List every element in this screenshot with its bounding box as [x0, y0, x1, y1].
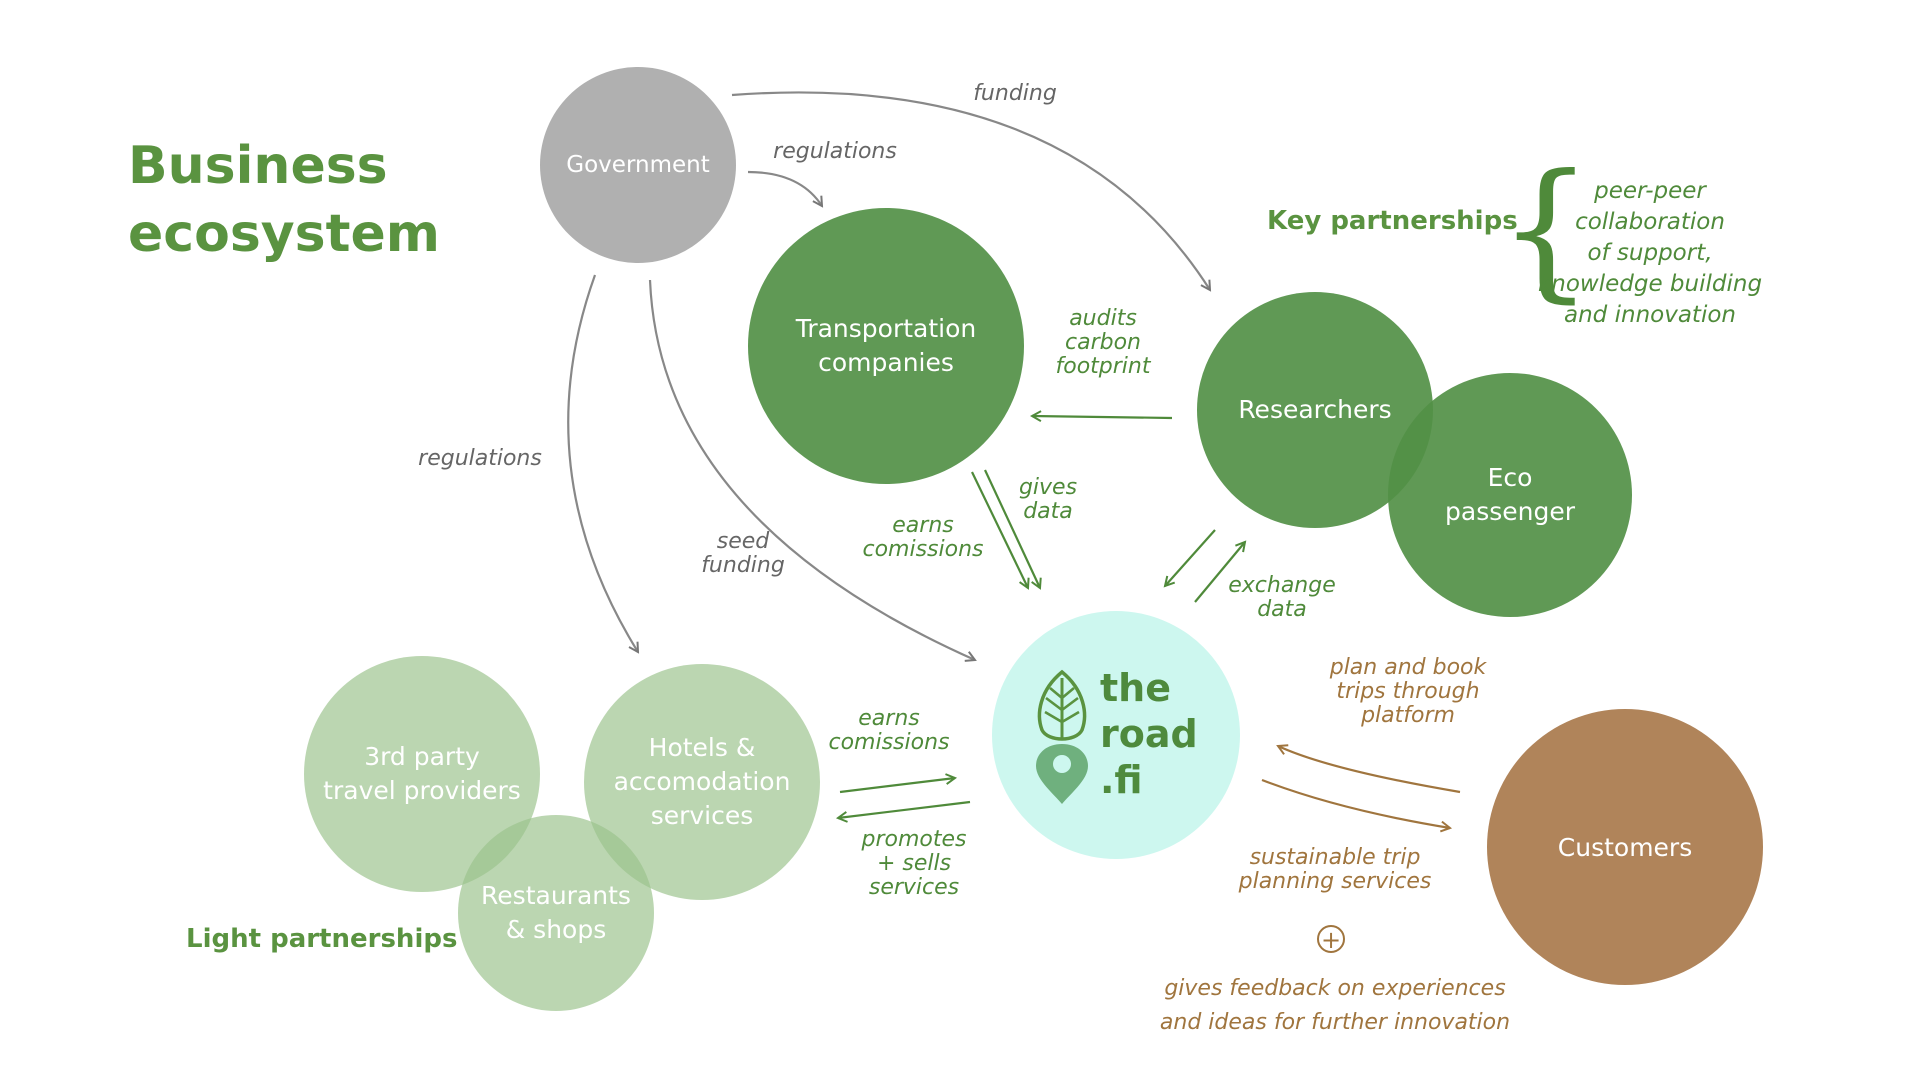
- node-label-line: travel providers: [323, 776, 521, 805]
- title-line-2: ecosystem: [128, 204, 440, 264]
- theroad-wordmark: the road .fi: [1100, 666, 1198, 802]
- arrow-plan-book: [1278, 746, 1461, 794]
- node-restaurants-shops: Restaurants & shops: [458, 815, 654, 1011]
- arrow-earns-left: [839, 778, 955, 794]
- arrow-exchange-in: [1165, 529, 1216, 586]
- light-partnerships-label: Light partnerships: [186, 924, 458, 954]
- arrow-earns-top: [971, 471, 1028, 588]
- arrow-seed-funding: [648, 279, 975, 660]
- label-exchange-data: exchange data: [1228, 573, 1336, 622]
- label-sustainable-trip: sustainable trip planning services: [1238, 845, 1432, 894]
- node-customers-label: Customers: [1557, 832, 1693, 862]
- key-partnerships-note: peer-peer collaboration of support, know…: [1537, 178, 1763, 328]
- label-earns-comissions-top: earns comissions: [862, 513, 984, 562]
- label-funding: funding: [973, 81, 1057, 106]
- plus-circle-icon: +: [1317, 925, 1345, 954]
- label-promotes-sells: promotes + sells services: [861, 827, 967, 900]
- label-feedback: gives feedback on experiences and ideas …: [1159, 976, 1511, 1035]
- node-government-label: Government: [566, 152, 710, 178]
- node-label-line: 3rd party: [364, 742, 480, 771]
- node-label-line: & shops: [505, 915, 607, 944]
- label-audits-carbon-footprint: audits carbon footprint: [1055, 306, 1151, 379]
- leaf-pin-icon: [1036, 669, 1088, 804]
- node-label-line: accomodation: [613, 767, 791, 796]
- arrow-funding: [731, 91, 1210, 290]
- node-government: Government: [540, 67, 736, 263]
- page-title: Business ecosystem: [128, 132, 440, 268]
- label-seed-funding: seed funding: [701, 529, 785, 578]
- arrow-exchange-out: [1194, 542, 1245, 603]
- arrow-regulations-top: [747, 170, 822, 206]
- node-label-line: Hotels &: [648, 733, 756, 762]
- node-label-line: services: [650, 801, 754, 830]
- arrow-audits: [1032, 416, 1173, 418]
- label-plan-and-book: plan and book trips through platform: [1329, 655, 1487, 728]
- label-earns-comissions-left: earns comissions: [828, 706, 950, 755]
- arrow-gives-data: [984, 469, 1040, 588]
- label-gives-data: gives data: [1018, 475, 1078, 524]
- label-regulations-left: regulations: [418, 446, 542, 471]
- node-eco-passenger: Eco passenger: [1388, 373, 1632, 617]
- title-line-1: Business: [128, 136, 388, 196]
- node-label-line: companies: [818, 348, 954, 377]
- node-customers: Customers: [1487, 709, 1763, 985]
- node-label-line: Eco: [1487, 463, 1533, 492]
- node-label-line: Transportation: [795, 314, 977, 343]
- node-researchers-label: Researchers: [1238, 395, 1392, 424]
- node-theroad-fi: [992, 611, 1240, 859]
- node-transportation-companies: Transportation companies: [748, 208, 1024, 484]
- node-label-line: Restaurants: [481, 881, 631, 910]
- curly-brace: {: [1498, 143, 1594, 317]
- arrow-regulations-left: [567, 274, 638, 652]
- arrow-sustainable: [1261, 778, 1450, 828]
- key-partnerships-label: Key partnerships: [1267, 206, 1518, 236]
- arrow-promotes: [838, 800, 971, 818]
- label-regulations-top: regulations: [773, 139, 897, 164]
- node-label-line: passenger: [1445, 497, 1575, 526]
